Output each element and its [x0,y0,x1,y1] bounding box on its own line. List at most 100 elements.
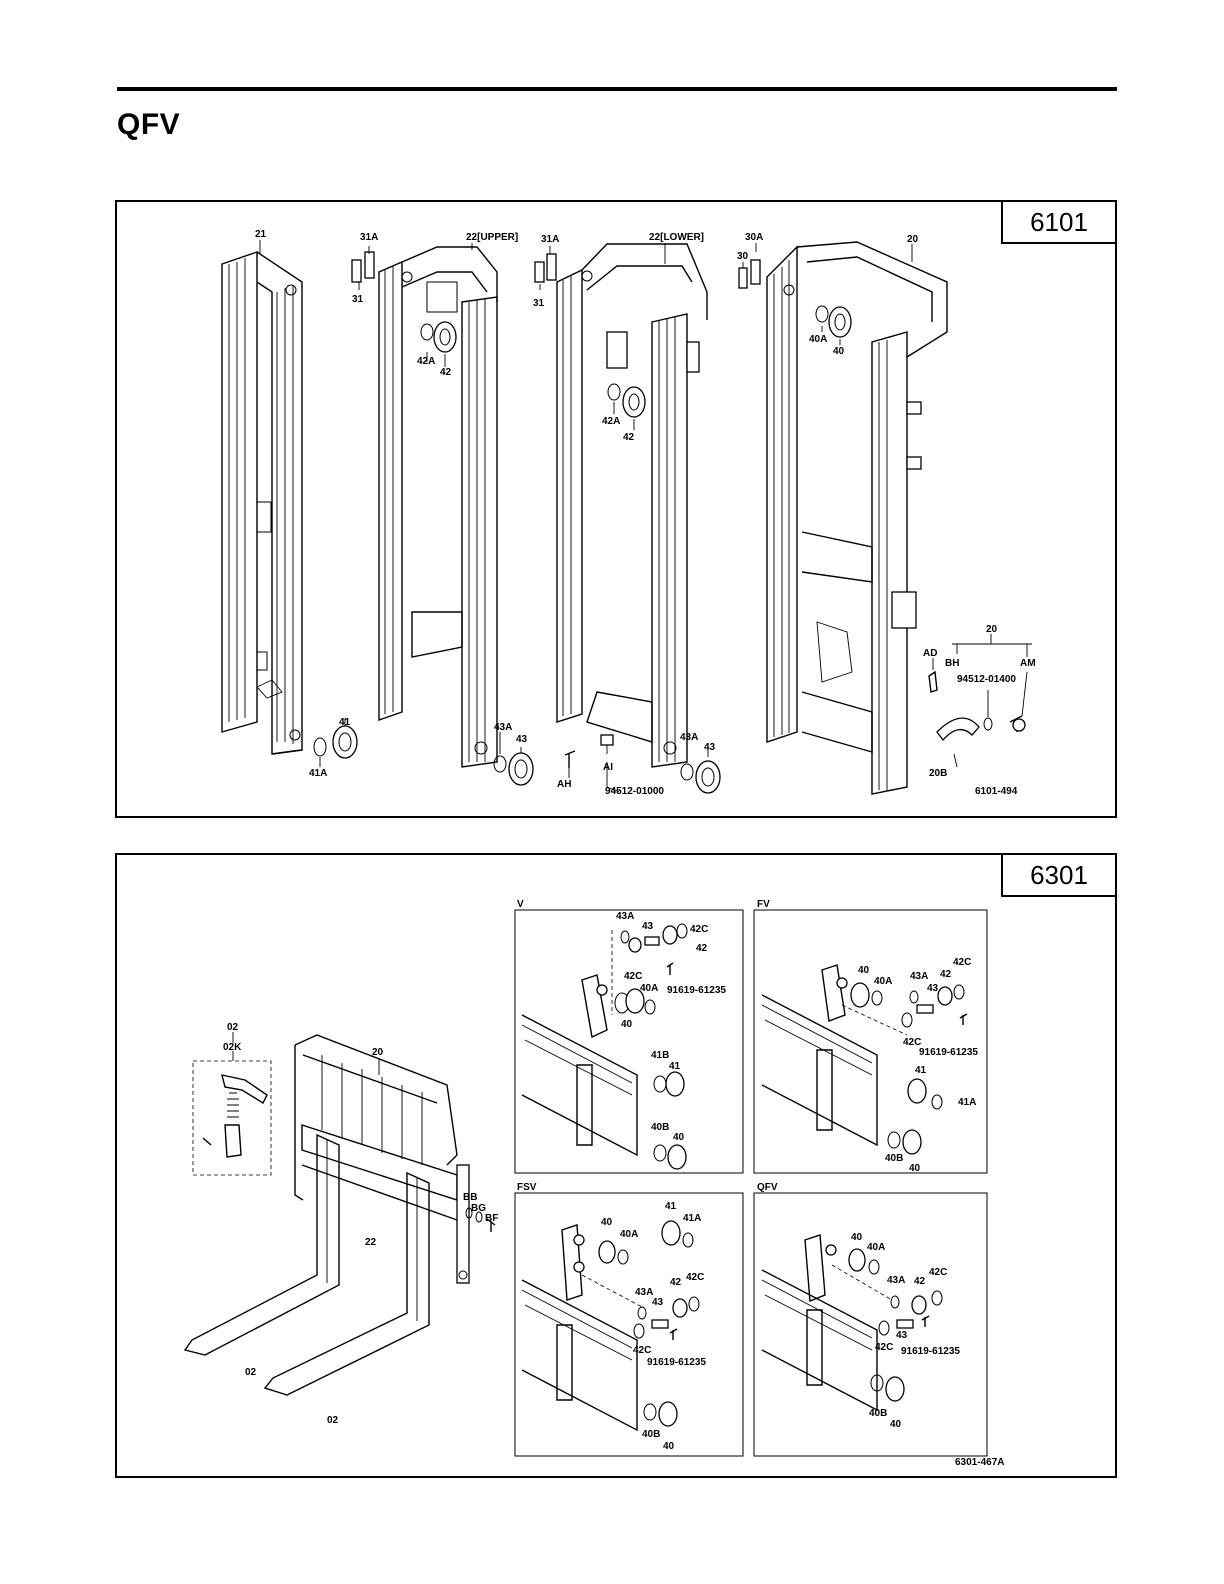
qfv-label-40-bottom: 40 [890,1419,902,1430]
v-label-43: 43 [642,921,654,932]
subpanel-qfv [753,1192,988,1457]
fv-label-42c-top: 42C [953,957,971,968]
label-21: 21 [255,229,267,240]
fsv-label-41a: 41A [683,1213,701,1224]
fsv-label-40: 40 [601,1217,613,1228]
qfv-label-40a: 40A [867,1242,885,1253]
bolt-ad [928,670,938,693]
label-31-upper: 31 [352,294,364,305]
label-ad: AD [923,648,937,659]
fv-label-40b: 40B [885,1153,903,1164]
v-label-40a: 40A [640,983,658,994]
label-20: 20 [907,234,919,245]
label-40a: 40A [809,334,827,345]
label-43a-upper: 43A [494,722,512,733]
label-02: 02 [227,1022,239,1033]
fsv-label-42c: 42C [633,1345,651,1356]
label-30a: 30A [745,232,763,243]
label-20-carriage: 20 [372,1047,384,1058]
bearing-43-lower [695,760,721,794]
v-label-42c-top: 42C [690,924,708,935]
fsv-label-40-bottom: 40 [663,1441,675,1452]
fsv-label-40a: 40A [620,1229,638,1240]
label-ah: AH [557,779,571,790]
qfv-label-42c: 42C [875,1342,893,1353]
label-20b: 20B [929,768,947,779]
fv-label-40-bottom: 40 [909,1163,921,1174]
outer-mast-20 [766,241,948,795]
qfv-label-40: 40 [851,1232,863,1243]
washer-94512-01400 [983,717,993,731]
inner-mast-22-lower [556,243,708,768]
rail-21 [221,251,303,755]
figure-number-6101: 6101 [1001,200,1117,244]
bearing-43-upper [508,752,534,786]
seal-41a [313,737,327,757]
label-31a-lower: 31A [541,234,559,245]
v-label-42c: 42C [624,971,642,982]
figure-6101-panel: 21 31A 31 22[UPPER] 42A 42 41 41A 43A 43… [115,200,1117,818]
bracket-20b [936,717,980,742]
carriage-20 [294,1034,470,1284]
label-22-upper: 22[UPPER] [466,232,518,243]
fork-02-right [263,1171,430,1396]
fork-02-left [183,1133,340,1356]
inner-mast-22-upper [378,246,498,768]
fork-lock-kit-02k [192,1060,272,1176]
label-22-carriage: 22 [365,1237,377,1248]
fsv-label-42c-top: 42C [686,1272,704,1283]
label-bf: BF [485,1213,498,1224]
bearing-42-lower [622,386,646,418]
fsv-label-41: 41 [665,1201,677,1212]
bearing-40 [828,306,852,338]
fv-label-40: 40 [858,965,870,976]
label-am: AM [1020,658,1036,669]
label-bh: BH [945,658,959,669]
subpanel-fv-title: FV [757,899,770,910]
label-20-group: 20 [986,624,998,635]
fsv-label-43a: 43A [635,1287,653,1298]
fv-label-42: 42 [940,969,952,980]
label-30: 30 [737,251,749,262]
label-02k: 02K [223,1042,242,1053]
channel-31-upper [351,251,375,283]
bolt-ah [564,750,576,768]
label-43-lower: 43 [704,742,716,753]
fv-label-43: 43 [927,983,939,994]
seal-43a-lower [680,763,694,781]
label-41: 41 [339,717,351,728]
label-42a-upper: 42A [417,356,435,367]
fsv-label-40b: 40B [642,1429,660,1440]
fv-label-43a: 43A [910,971,928,982]
plate-ai [600,734,614,746]
drawing-code-6101: 6101-494 [975,786,1018,797]
label-40: 40 [833,346,845,357]
page-title: QFV [117,108,181,141]
v-label-43a: 43A [616,911,634,922]
label-42a-lower: 42A [602,416,620,427]
subpanel-fv [753,909,988,1174]
subpanel-v [514,909,744,1174]
mast-exploded-drawing: 21 31A 31 22[UPPER] 42A 42 41 41A 43A 43… [221,229,1036,797]
label-43-upper: 43 [516,734,528,745]
label-42-lower: 42 [623,432,635,443]
channel-30 [738,259,761,289]
fv-label-41: 41 [915,1065,927,1076]
channel-31-lower [534,253,557,283]
fastener-bb-bg-bf [465,1207,496,1232]
subpanel-v-title: V [517,899,524,910]
fv-label-42c: 42C [903,1037,921,1048]
qfv-label-42: 42 [914,1276,926,1287]
v-label-41: 41 [669,1061,681,1072]
label-bb: BB [463,1192,477,1203]
label-43a-lower: 43A [680,732,698,743]
qfv-label-91619: 91619-61235 [901,1346,960,1357]
v-label-91619: 91619-61235 [667,985,726,996]
qfv-label-42c-top: 42C [929,1267,947,1278]
subpanel-qfv-title: QFV [757,1182,778,1193]
label-ai: AI [603,762,613,773]
label-bg: BG [471,1203,486,1214]
bearing-42-upper [433,321,457,353]
subpanel-fsv-title: FSV [517,1182,537,1193]
label-42-upper: 42 [440,367,452,378]
